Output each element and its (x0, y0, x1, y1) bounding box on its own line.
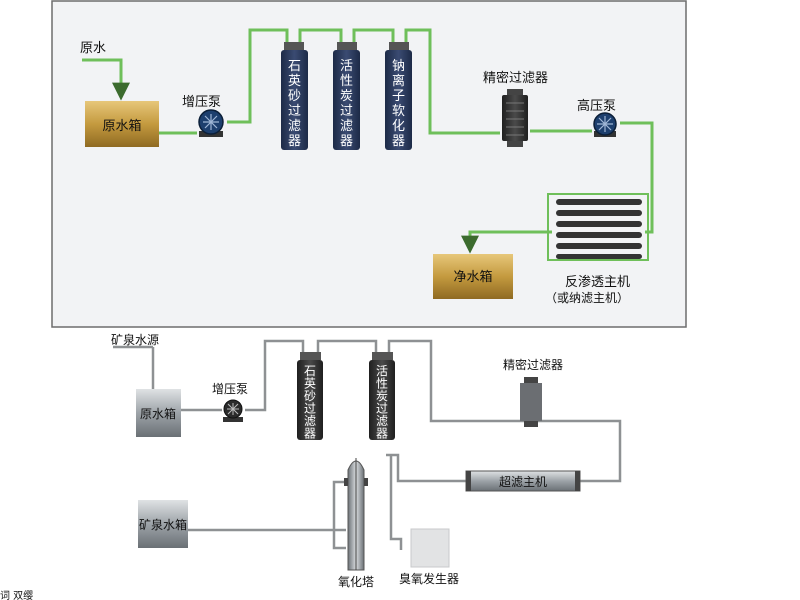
bottom-raw-water-tank: 原水箱 (136, 389, 181, 437)
vessel-label-char: 器 (304, 427, 316, 441)
vessel-label-char: 化 (392, 119, 405, 134)
clean-water-tank-label: 净水箱 (453, 269, 492, 285)
bottom-precision-filter: 精密过滤器 (503, 357, 563, 427)
vessel-label-char: 过 (340, 104, 353, 119)
vessel-label-char: 器 (392, 134, 405, 149)
precision-filter: 精密过滤器 (483, 70, 548, 147)
ultrafiltration-unit: 超滤主机 (465, 470, 581, 492)
top-pipes (82, 28, 654, 254)
vessel-label-char: 活 (340, 59, 353, 74)
vessel-label-char: 炭 (376, 389, 388, 403)
raw-water-label: 原水 (80, 41, 106, 56)
mineral-source-label: 矿泉水源 (111, 333, 159, 347)
vessel-label-char: 性 (340, 74, 353, 89)
vessel-label-char: 砂 (288, 89, 301, 104)
raw-water-tank-label: 原水箱 (102, 118, 141, 134)
ro-unit-alt-label: （或纳滤主机） (545, 291, 629, 305)
vessel-label-char: 滤 (288, 119, 301, 134)
vessel-label-char: 软 (392, 104, 405, 119)
clean-water-tank: 净水箱 (433, 254, 513, 299)
vessel-label-char: 性 (376, 377, 388, 391)
ro-unit-label: 反渗透主机 (565, 275, 630, 290)
vessel-label-char: 英 (304, 377, 316, 391)
vessel-label-char: 英 (288, 74, 301, 89)
vessel-label-char: 器 (340, 134, 353, 149)
precision-filter-label: 精密过滤器 (483, 70, 548, 86)
oxidation-tower-label: 氧化塔 (338, 575, 374, 589)
booster-pump: 增压泵 (182, 95, 224, 137)
vessel-label-char: 过 (288, 104, 301, 119)
vessel-label-char: 石 (304, 364, 316, 378)
high-pressure-pump-label: 高压泵 (577, 98, 616, 114)
high-pressure-pump: 高压泵 (577, 98, 617, 137)
oxidation-tower: 氧化塔 (338, 458, 374, 589)
footer-fragment: 词 双缨 (0, 589, 33, 600)
vessel-label-char: 石 (288, 59, 301, 74)
vessel-label-char: 砂 (304, 389, 316, 403)
vessel-label-char: 炭 (340, 89, 353, 104)
vessel-label-char: 子 (392, 89, 405, 104)
vessel-label-char: 离 (392, 73, 405, 89)
mineral-water-tank: 矿泉水箱 (138, 500, 188, 548)
vessel-label-char: 器 (288, 134, 301, 149)
vessel-label-char: 滤 (376, 414, 388, 428)
vessel-label-char: 过 (304, 402, 316, 416)
bottom-booster-pump: 增压泵 (212, 382, 248, 422)
mineral-water-tank-label: 矿泉水箱 (139, 517, 187, 532)
vessel-label-char: 滤 (304, 414, 316, 428)
vessel-label-char: 器 (376, 427, 388, 441)
ro-unit: 反渗透主机 （或纳滤主机） (545, 193, 649, 305)
ozone-generator: 臭氧发生器 (399, 528, 459, 586)
vessel-label-char: 钠 (392, 59, 405, 74)
bottom-raw-water-tank-label: 原水箱 (140, 406, 176, 421)
bottom-pipes (151, 339, 622, 550)
vessel-label-char: 活 (376, 364, 388, 378)
top-panel-background (51, 0, 687, 328)
raw-water-tank: 原水箱 (85, 101, 159, 147)
bottom-precision-filter-label: 精密过滤器 (503, 357, 563, 372)
booster-pump-label: 增压泵 (182, 95, 221, 110)
bottom-booster-pump-label: 增压泵 (212, 382, 248, 396)
vessel-label-char: 过 (376, 402, 388, 416)
ozone-generator-label: 臭氧发生器 (399, 571, 459, 586)
ultrafiltration-unit-label: 超滤主机 (499, 474, 547, 489)
vessel-label-char: 滤 (340, 119, 353, 134)
